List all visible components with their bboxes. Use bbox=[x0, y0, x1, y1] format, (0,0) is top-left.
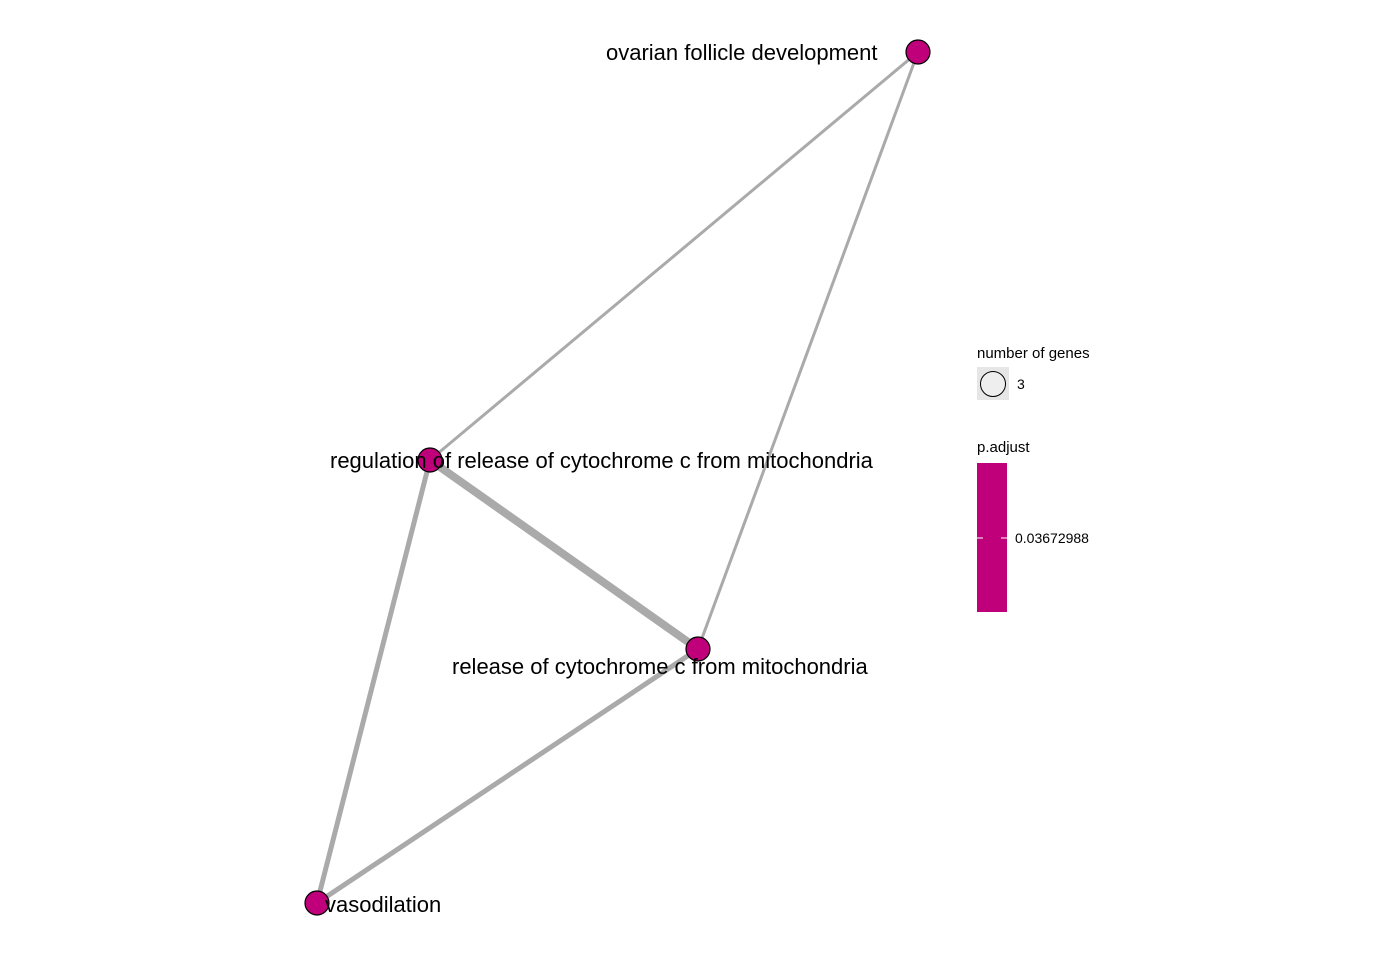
edge-ovarian-regulation bbox=[428, 50, 920, 462]
node-regulation-of-release-of-cytochrome-c[interactable] bbox=[417, 447, 443, 473]
edges-layer bbox=[314, 50, 920, 906]
node-label-release: release of cytochrome c from mitochondri… bbox=[452, 654, 868, 679]
edge-ovarian-release bbox=[696, 50, 920, 651]
nodes-layer bbox=[304, 39, 931, 916]
edge-regulation-release bbox=[426, 456, 702, 653]
size-legend-title: number of genes bbox=[977, 345, 1090, 362]
node-label-regulation: regulation of release of cytochrome c fr… bbox=[330, 448, 874, 473]
node-label-ovarian: ovarian follicle development bbox=[606, 40, 878, 65]
color-legend-title: p.adjust bbox=[977, 439, 1030, 456]
node-release-of-cytochrome-c[interactable] bbox=[685, 636, 711, 662]
node-label-vasodilation: vasodilation bbox=[325, 892, 441, 917]
edge-release-vasodilation bbox=[314, 646, 701, 906]
size-key-circle bbox=[980, 371, 1006, 397]
size-legend-value: 3 bbox=[1017, 376, 1025, 392]
node-ovarian-follicle-development[interactable] bbox=[905, 39, 931, 65]
legend: number of genes 3 p.adjust 0.03672988 bbox=[977, 345, 1090, 612]
node-vasodilation[interactable] bbox=[304, 890, 330, 916]
labels-layer: ovarian follicle development regulation … bbox=[325, 40, 878, 917]
color-legend: p.adjust 0.03672988 bbox=[977, 439, 1089, 612]
color-legend-value: 0.03672988 bbox=[1015, 530, 1089, 546]
size-legend: number of genes 3 bbox=[977, 345, 1090, 400]
edge-regulation-vasodilation bbox=[314, 457, 433, 906]
